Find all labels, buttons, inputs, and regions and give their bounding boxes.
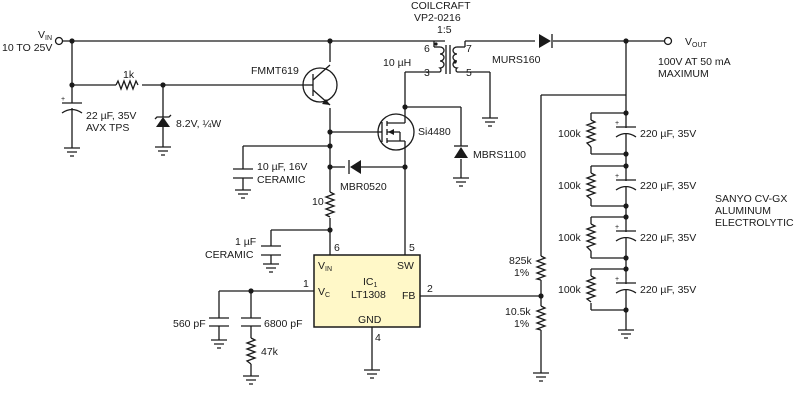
resistor-100k-1	[585, 119, 597, 148]
transformer-pin3: 3	[424, 67, 430, 79]
ic-lt1308: VIN SW IC1 LT1308 VC FB GND	[313, 254, 421, 328]
label-cin-line1: 22 µF, 35V	[86, 110, 136, 122]
label-100k-2: 100k	[558, 180, 582, 192]
ic-part: LT1308	[351, 289, 386, 301]
resistor-100k-3	[585, 223, 597, 252]
vout-label: VOUT	[685, 36, 708, 49]
label-100k-4: 100k	[558, 284, 582, 296]
ic-vc-label: VC	[318, 286, 330, 299]
diode-murs160	[539, 34, 553, 48]
label-sanyo-line3: ELECTROLYTIC	[715, 217, 794, 229]
resistor-100k-4	[585, 275, 597, 303]
ic-vin-label: VIN	[318, 260, 332, 273]
capacitor-6800pf	[241, 317, 261, 327]
label-c10u-line2: CERAMIC	[257, 174, 306, 186]
transformer-pin7: 7	[466, 43, 472, 55]
ic-fb-label: FB	[402, 290, 415, 302]
capacitor-560pf	[209, 317, 229, 327]
label-r10: 10	[312, 196, 324, 208]
vout-spec-line2: MAXIMUM	[658, 68, 709, 80]
label-si4480: Si4480	[418, 126, 451, 138]
transformer	[433, 41, 459, 74]
vin-range: 10 TO 25V	[2, 42, 52, 54]
transformer-pin6: 6	[424, 43, 430, 55]
zener-diode	[154, 114, 172, 127]
ground-symbols	[64, 117, 634, 385]
resistor-1k	[115, 79, 139, 91]
resistor-47k	[245, 337, 257, 365]
ic-name: IC1	[363, 276, 378, 289]
transformer-pin5: 5	[466, 67, 472, 79]
ic-pin5: 5	[409, 242, 415, 254]
label-c6800: 6800 pF	[264, 318, 303, 330]
label-100k-3: 100k	[558, 232, 582, 244]
ic-pin1: 1	[303, 278, 309, 290]
vout-spec-line1: 100V AT 50 mA	[658, 56, 731, 68]
resistor-100k-2	[585, 172, 597, 200]
transformer-inductance: 10 µH	[383, 57, 411, 69]
label-fmmt619: FMMT619	[251, 65, 299, 77]
label-r825k-value: 825k	[509, 255, 533, 267]
diode-mbr0520	[348, 160, 361, 174]
label-mbrs1100: MBRS1100	[473, 149, 526, 161]
capacitor-10uf	[233, 168, 253, 179]
ic-pin2: 2	[427, 283, 433, 295]
diode-mbrs1100	[454, 145, 468, 158]
label-r10-5k-value: 10.5k	[505, 306, 531, 318]
ic-pin4: 4	[375, 332, 381, 344]
label-220u-4: 220 µF, 35V	[640, 284, 696, 296]
label-1k: 1k	[123, 69, 135, 81]
resistor-10	[324, 191, 336, 218]
junctions	[69, 38, 629, 313]
capacitor-220uf-stack: + + + +	[615, 120, 637, 294]
label-220u-1: 220 µF, 35V	[640, 128, 696, 140]
label-r10-5k-tol: 1%	[514, 318, 529, 330]
label-220u-2: 220 µF, 35V	[640, 180, 696, 192]
transformer-maker: COILCRAFT	[411, 0, 471, 12]
label-mbr0520: MBR0520	[340, 181, 387, 193]
capacitor-1uf	[261, 245, 281, 256]
transistor-fmmt619	[302, 64, 338, 106]
capacitor-22uf: +	[61, 96, 83, 130]
vin-terminal	[54, 36, 64, 46]
label-220u-3: 220 µF, 35V	[640, 232, 696, 244]
label-100k-1: 100k	[558, 128, 582, 140]
label-murs160: MURS160	[492, 54, 541, 66]
label-sanyo-line1: SANYO CV-GX	[715, 193, 787, 205]
vout-terminal	[663, 36, 673, 46]
vin-label: VIN	[38, 29, 52, 42]
label-c1u-line1: 1 µF	[235, 236, 256, 248]
svg-text:+: +	[615, 120, 619, 127]
svg-text:+: +	[615, 224, 619, 231]
ic-pin6: 6	[334, 242, 340, 254]
mosfet-si4480	[377, 112, 415, 151]
label-c1u-line2: CERAMIC	[205, 249, 254, 261]
label-sanyo-line2: ALUMINUM	[715, 205, 771, 217]
wires	[62, 40, 664, 376]
resistor-10-5k	[534, 305, 547, 331]
transformer-part: VP2-0216	[414, 12, 461, 24]
label-zener: 8.2V, ¼W	[176, 118, 221, 130]
ic-gnd-label: GND	[358, 314, 382, 326]
transformer-ratio: 1:5	[437, 24, 452, 36]
svg-text:+: +	[615, 173, 619, 180]
label-r825k-tol: 1%	[514, 267, 529, 279]
label-c560: 560 pF	[173, 318, 206, 330]
svg-text:+: +	[61, 96, 65, 103]
ic-sw-label: SW	[397, 260, 414, 272]
resistor-825k	[534, 255, 547, 281]
label-r47k: 47k	[261, 346, 279, 358]
label-c10u-line1: 10 µF, 16V	[257, 161, 307, 173]
label-cin-line2: AVX TPS	[86, 122, 129, 134]
svg-text:+: +	[615, 276, 619, 283]
